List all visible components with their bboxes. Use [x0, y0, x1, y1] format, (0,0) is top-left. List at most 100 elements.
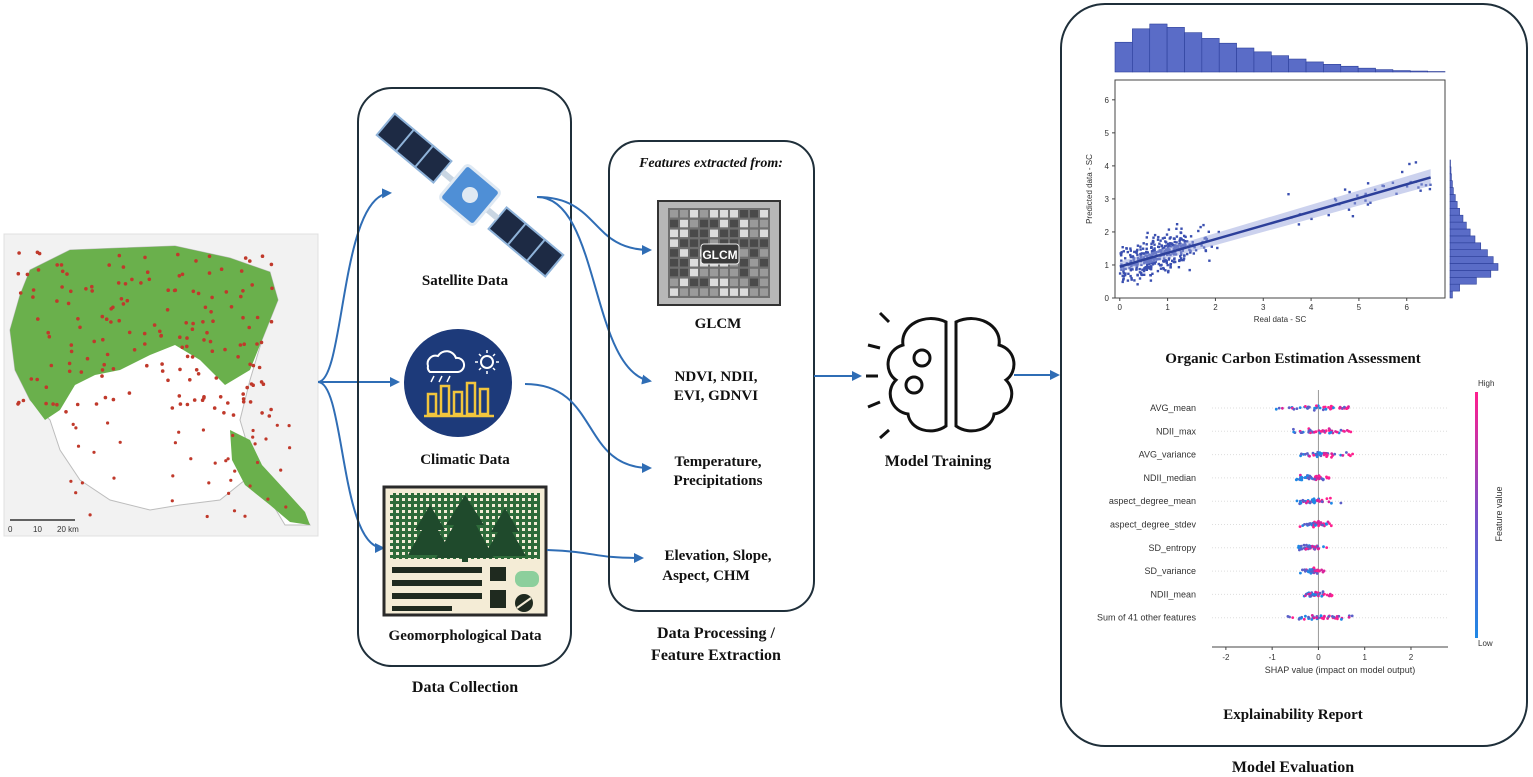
scatter-point [1347, 208, 1351, 211]
glcm-cell [730, 229, 738, 238]
sample-point [100, 368, 105, 372]
scatter-point [1159, 239, 1162, 242]
sample-point [202, 396, 206, 400]
shap-point [1303, 476, 1307, 479]
feature-indices-line2: EVI, GDNVI [674, 388, 758, 404]
sample-point [29, 377, 34, 381]
scatter-point [1162, 260, 1166, 263]
x-axis-label: Real data - SC [1254, 315, 1307, 324]
scatter-point [1167, 258, 1170, 261]
scatter-point [1150, 250, 1154, 253]
sample-point [69, 349, 74, 354]
shap-point [1298, 406, 1302, 409]
shap-point [1306, 545, 1310, 549]
sample-point [207, 481, 211, 485]
sample-point [132, 348, 137, 352]
shap-point [1328, 429, 1331, 432]
sample-point [47, 334, 52, 339]
shap-point [1311, 544, 1314, 548]
sample-point [238, 343, 243, 347]
sample-point [257, 365, 262, 370]
shap-point [1327, 406, 1330, 409]
scatter-point [1136, 248, 1139, 252]
scatter-point [1125, 247, 1128, 250]
shap-point [1297, 544, 1301, 548]
glcm-cell [710, 239, 718, 247]
sample-point [269, 262, 274, 267]
glcm-cell [690, 219, 698, 228]
scatter-point [1136, 253, 1139, 257]
y-marginal-bar [1449, 194, 1456, 202]
sample-point [31, 295, 35, 299]
scatter-point [1145, 243, 1148, 246]
scatter-point [1401, 170, 1404, 174]
sample-point [205, 330, 209, 335]
scatter-point [1175, 223, 1179, 226]
shap-point [1307, 615, 1310, 619]
sample-point [60, 269, 65, 274]
glcm-cell [700, 268, 708, 277]
scatter-point [1150, 262, 1154, 265]
glcm-cell [670, 259, 678, 267]
glcm-cell [710, 288, 718, 296]
shap-point [1321, 590, 1325, 594]
shap-point [1345, 407, 1349, 410]
sample-point [224, 290, 229, 294]
sample-point [67, 369, 72, 374]
shap-x-tick-label: 2 [1409, 653, 1414, 662]
regression-line [1119, 176, 1431, 268]
shap-point [1317, 524, 1320, 528]
shap-point [1314, 430, 1318, 434]
feature-label: NDII_median [1143, 473, 1196, 483]
scatter-point [1173, 240, 1176, 244]
scatter-point [1310, 217, 1313, 221]
glcm-cell [720, 210, 728, 218]
sample-point [101, 337, 105, 342]
scatter-point [1152, 248, 1155, 252]
sample-point [185, 402, 190, 407]
sample-point [248, 484, 252, 488]
scatter-point [1173, 258, 1176, 261]
scatter-point [1166, 263, 1169, 267]
shap-point [1305, 543, 1308, 547]
sample-point [218, 395, 223, 399]
sample-point [160, 369, 165, 373]
sample-point [210, 349, 215, 354]
feature-label: AVG_mean [1150, 403, 1196, 413]
sample-point [170, 406, 175, 410]
sample-point [251, 363, 256, 368]
sample-point [247, 325, 251, 330]
sample-point [92, 339, 96, 344]
shap-point [1325, 546, 1329, 549]
sample-point [250, 283, 254, 287]
sample-point [269, 407, 273, 412]
scatter-point [1143, 252, 1146, 256]
sample-point [145, 270, 150, 275]
sample-point [121, 302, 126, 306]
sample-point [248, 400, 253, 404]
climatic-data-label: Climatic Data [420, 452, 510, 468]
shap-point [1327, 476, 1331, 480]
scatter-point [1428, 187, 1432, 191]
scatter-point [1168, 237, 1171, 240]
sample-point [178, 335, 182, 340]
scatter-point [1186, 252, 1189, 256]
y-marginal-bar [1449, 214, 1464, 223]
shap-point [1320, 452, 1323, 455]
shap-point [1329, 407, 1332, 411]
shap-point [1319, 614, 1323, 618]
sample-point [78, 325, 82, 330]
scatter-point [1168, 257, 1171, 260]
scatter-point [1163, 245, 1167, 248]
sample-point [127, 330, 132, 335]
sample-point [109, 307, 113, 311]
scatter-point [1142, 242, 1145, 245]
scatter-point [1141, 247, 1145, 250]
y-marginal-bar [1449, 270, 1492, 278]
sample-point [253, 442, 257, 446]
evaluation-box [1060, 3, 1528, 747]
scatter-point [1157, 235, 1160, 239]
